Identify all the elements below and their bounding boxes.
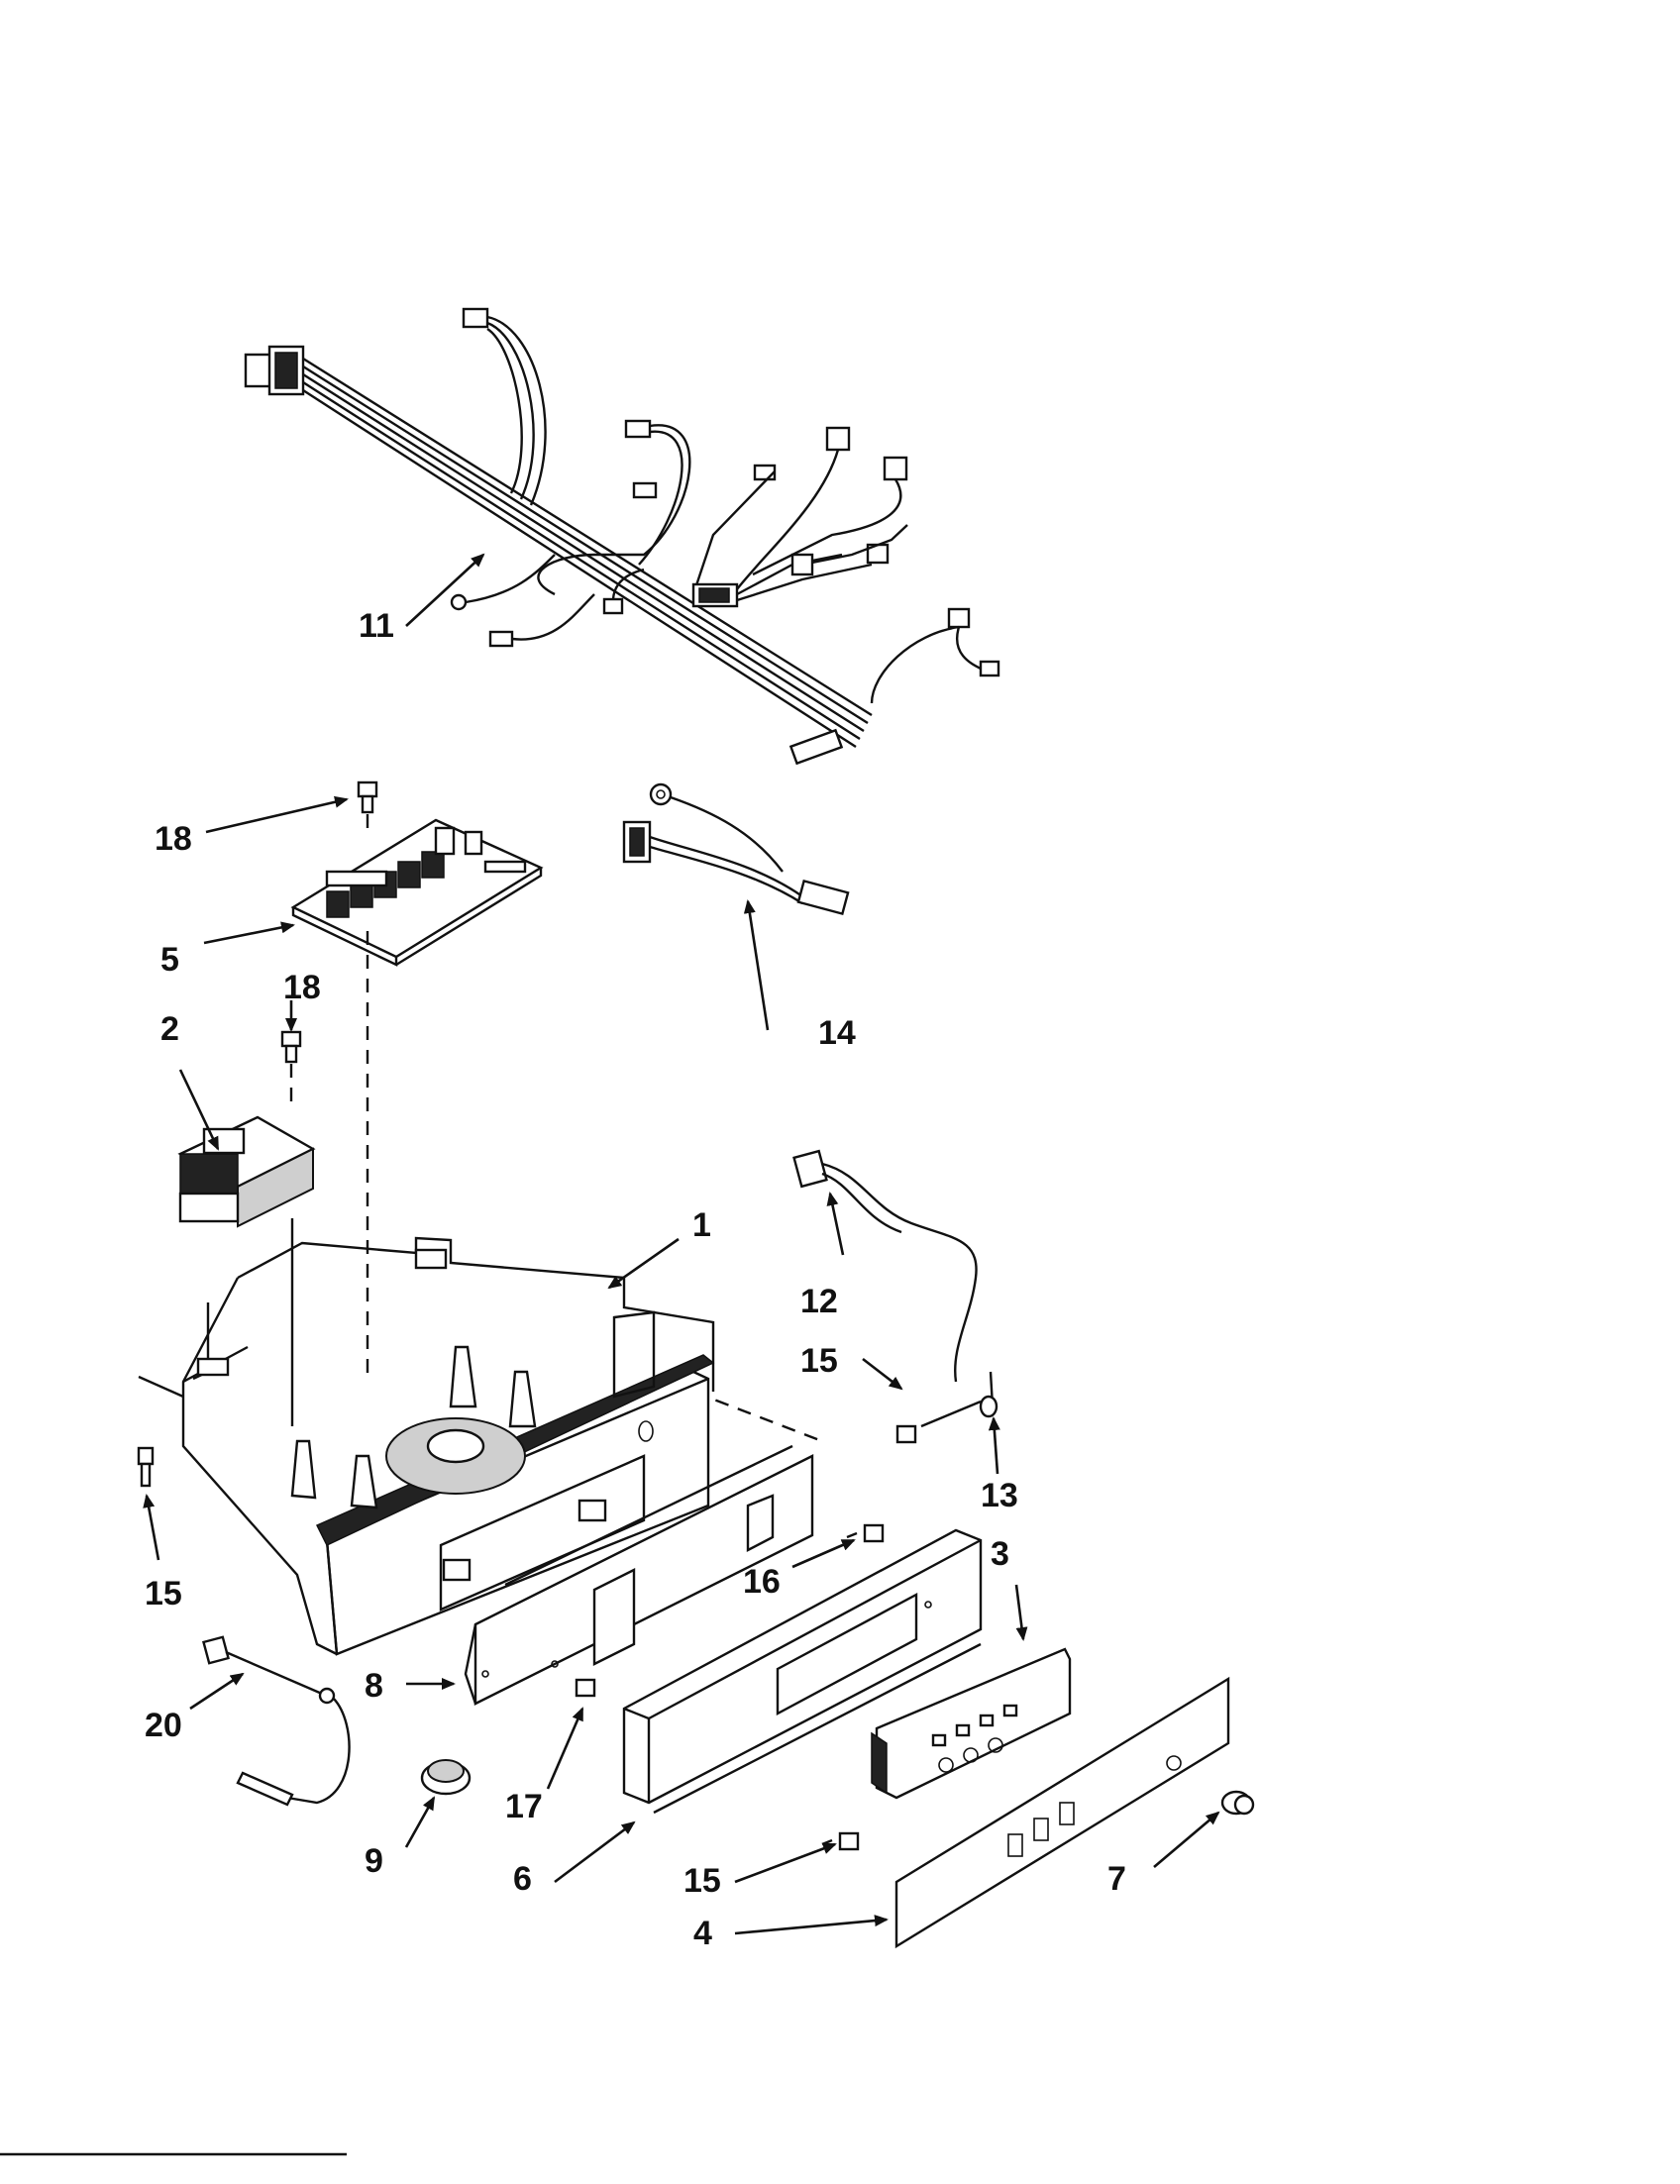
button-7 <box>1220 1790 1255 1816</box>
callout-16: 16 <box>743 1563 781 1601</box>
sensor-wire-20 <box>202 1635 351 1807</box>
callout-1: 1 <box>692 1206 711 1244</box>
callout-14: 14 <box>818 1014 856 1052</box>
callout-9: 9 <box>365 1842 383 1880</box>
callout-11: 11 <box>359 607 394 645</box>
callout-5: 5 <box>160 941 179 979</box>
callout-18-upper: 18 <box>155 820 192 858</box>
callout-6: 6 <box>513 1860 532 1898</box>
housing-1 <box>138 1236 715 1656</box>
knob-9 <box>420 1759 472 1796</box>
control-board-5 <box>290 818 544 967</box>
callout-7: 7 <box>1107 1860 1126 1898</box>
callout-17: 17 <box>505 1788 543 1825</box>
callout-8: 8 <box>365 1667 383 1705</box>
callout-18-lower: 18 <box>283 969 321 1006</box>
control-panel-3 <box>871 1647 1072 1800</box>
screw-18-lower <box>280 1030 302 1064</box>
callout-15-lower: 15 <box>683 1862 721 1900</box>
clip-17 <box>575 1678 596 1698</box>
callout-13: 13 <box>981 1477 1018 1514</box>
screw-16 <box>846 1523 885 1543</box>
callout-4: 4 <box>693 1915 712 1952</box>
sensor-13 <box>920 1371 998 1428</box>
screw-18-upper <box>357 780 378 814</box>
callout-15-left: 15 <box>145 1575 182 1612</box>
overlay-4 <box>894 1676 1230 1949</box>
callout-15-right: 15 <box>800 1342 838 1380</box>
wire-harness-14 <box>622 782 850 916</box>
wire-harness-11 <box>244 307 1000 766</box>
callout-2: 2 <box>160 1010 179 1048</box>
screw-15-right <box>895 1424 917 1444</box>
callout-arrows <box>143 553 1220 1935</box>
callout-3: 3 <box>991 1535 1009 1573</box>
callout-20: 20 <box>145 1707 182 1744</box>
panel-box-6 <box>622 1528 983 1815</box>
screw-15-left <box>137 1446 155 1488</box>
bracket-8 <box>464 1444 814 1706</box>
harness-12 <box>792 1149 978 1383</box>
callout-12: 12 <box>800 1283 838 1320</box>
